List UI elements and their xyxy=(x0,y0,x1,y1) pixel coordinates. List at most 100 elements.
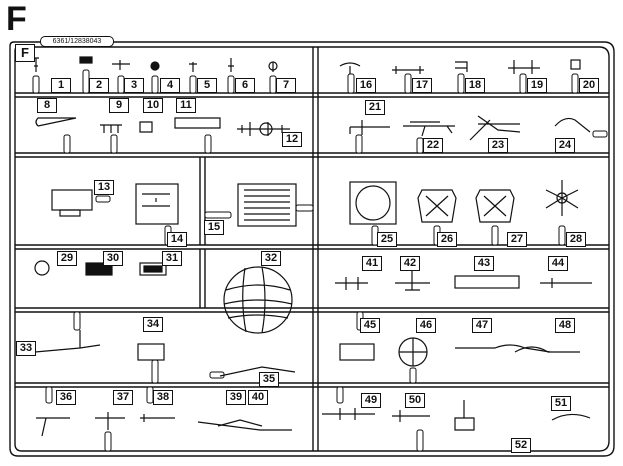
part-number-label: 12 xyxy=(282,132,302,147)
gate-15b xyxy=(295,204,314,212)
gate-19 xyxy=(519,73,527,94)
gate-20 xyxy=(571,73,579,94)
gate-4 xyxy=(151,75,159,94)
gate-11 xyxy=(204,134,212,154)
part-32 xyxy=(223,266,293,334)
part-number-label: 51 xyxy=(551,396,571,411)
part-8 xyxy=(35,117,77,127)
part-number-label: 30 xyxy=(103,251,123,266)
part-number-label: 15 xyxy=(204,220,224,235)
part-number-label: 3 xyxy=(124,78,144,93)
part-number-label: 47 xyxy=(472,318,492,333)
part-31 xyxy=(139,262,167,276)
part-48 xyxy=(514,346,580,353)
gate-18 xyxy=(457,73,465,94)
gate-50 xyxy=(416,429,424,452)
part-13 xyxy=(51,189,93,211)
part-number-label: 32 xyxy=(261,251,281,266)
part-number-label: 29 xyxy=(57,251,77,266)
outer-runner xyxy=(9,41,615,457)
part-17 xyxy=(392,66,424,74)
part-number-label: 44 xyxy=(548,256,568,271)
part-22 xyxy=(403,121,455,137)
part-number-label: 19 xyxy=(527,78,547,93)
part-18 xyxy=(455,61,468,72)
runner-row-5 xyxy=(15,382,609,388)
part-number-label: 31 xyxy=(162,251,182,266)
gate-15 xyxy=(204,211,232,219)
part-5 xyxy=(189,62,197,72)
part-number-label: 21 xyxy=(365,100,385,115)
part-number-label: 37 xyxy=(113,390,133,405)
gate-24 xyxy=(592,130,608,138)
gate-27 xyxy=(491,225,499,246)
part-42 xyxy=(395,268,430,291)
gate-21 xyxy=(355,134,363,154)
part-number-label: 52 xyxy=(511,438,531,453)
part-number-label: 40 xyxy=(248,390,268,405)
part-23 xyxy=(469,115,521,141)
part-9 xyxy=(100,124,122,133)
part-29 xyxy=(34,260,50,276)
part-27 xyxy=(475,189,515,223)
part-51 xyxy=(551,413,591,421)
part-45 xyxy=(339,343,375,361)
part-number-label: 35 xyxy=(259,372,279,387)
part-16 xyxy=(339,62,361,74)
part-4 xyxy=(150,61,160,71)
part-number-label: 26 xyxy=(437,232,457,247)
part-number-label: 8 xyxy=(37,98,57,113)
gate-37 xyxy=(104,431,112,452)
part-30 xyxy=(85,262,113,276)
part-number-label: 13 xyxy=(94,180,114,195)
part-37 xyxy=(95,412,125,430)
part-number-label: 46 xyxy=(416,318,436,333)
part-number-label: 36 xyxy=(56,390,76,405)
part-number-label: 2 xyxy=(89,78,109,93)
part-number-label: 49 xyxy=(361,393,381,408)
sprue-letter: F xyxy=(6,0,27,38)
part-14 xyxy=(135,183,179,225)
part-10 xyxy=(139,121,153,133)
part-34 xyxy=(137,343,165,361)
part-number-label: 9 xyxy=(109,98,129,113)
gate-33 xyxy=(73,311,81,331)
part-20 xyxy=(570,59,581,70)
part-50 xyxy=(392,410,430,422)
part-41 xyxy=(335,277,368,290)
part-number-label: 16 xyxy=(356,78,376,93)
part-number-label: 34 xyxy=(143,317,163,332)
part-number-label: 1 xyxy=(51,78,71,93)
part-number-label: 28 xyxy=(566,232,586,247)
part-number-label: 48 xyxy=(555,318,575,333)
gate-46 xyxy=(409,367,417,384)
part-number-label: 25 xyxy=(377,232,397,247)
part-19 xyxy=(508,60,540,74)
part-code-tag: 6361/12838043 xyxy=(40,36,114,47)
part-number-label: 17 xyxy=(412,78,432,93)
part-12 xyxy=(237,122,290,136)
gate-5 xyxy=(189,75,197,94)
part-26 xyxy=(417,189,457,223)
runner-row-2 xyxy=(15,152,609,158)
gate-16 xyxy=(347,73,355,94)
part-21 xyxy=(349,120,390,135)
part-number-label: 41 xyxy=(362,256,382,271)
part-24 xyxy=(554,117,591,133)
part-25 xyxy=(349,181,397,225)
part-number-label: 5 xyxy=(197,78,217,93)
gate-17 xyxy=(404,73,412,94)
part-number-label: 43 xyxy=(474,256,494,271)
part-number-label: 7 xyxy=(276,78,296,93)
part-39 xyxy=(197,421,292,431)
part-number-label: 18 xyxy=(465,78,485,93)
part-number-label: 22 xyxy=(423,138,443,153)
part-number-label: 10 xyxy=(143,98,163,113)
gate-49 xyxy=(336,386,344,404)
gate-36 xyxy=(45,386,53,404)
part-36 xyxy=(36,417,70,437)
part-number-label: 11 xyxy=(176,98,196,113)
part-52 xyxy=(454,400,475,431)
part-number-label: 6 xyxy=(235,78,255,93)
gate-8 xyxy=(63,134,71,154)
